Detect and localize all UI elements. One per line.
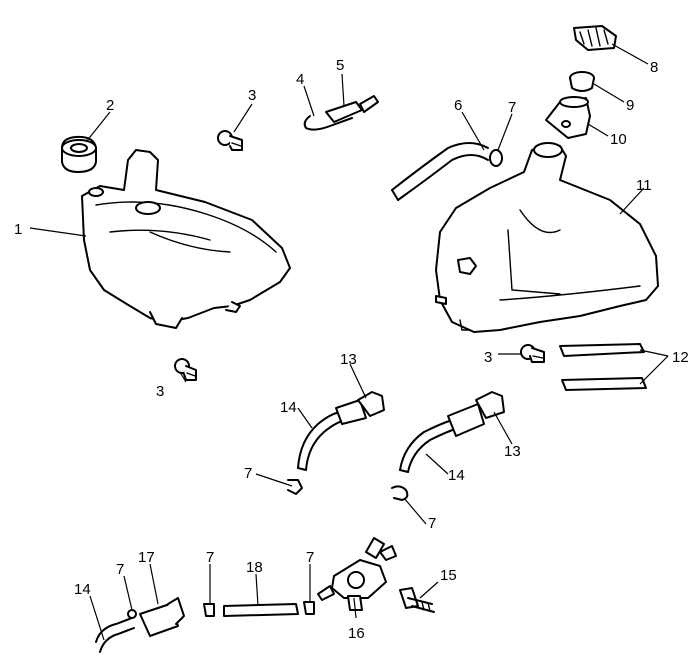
callout-7-upper: 7 [508, 99, 516, 116]
fuel-valve-part-16 [317, 537, 397, 611]
clip-part-7-bottom-left [203, 603, 215, 617]
callout-7-bottom-right: 7 [306, 549, 314, 566]
callout-13-left: 13 [340, 351, 357, 368]
callout-10: 10 [610, 131, 627, 148]
clip-part-7-bottom-right [303, 601, 315, 615]
callout-1: 1 [14, 221, 22, 238]
fuel-tank-part-11 [435, 142, 659, 333]
callout-7-bottom-filter: 7 [116, 561, 124, 578]
bracket-part-5 [325, 95, 379, 123]
callout-7-bottom-left: 7 [206, 549, 214, 566]
callout-13-right: 13 [504, 443, 521, 460]
callout-17: 17 [138, 549, 155, 566]
callout-4: 4 [296, 71, 304, 88]
callout-6: 6 [454, 97, 462, 114]
callout-7-middle-left: 7 [244, 465, 252, 482]
callout-12: 12 [672, 349, 689, 366]
screw-part-15 [399, 587, 435, 613]
decals-part-12 [559, 343, 647, 391]
callout-15: 15 [440, 567, 457, 584]
callout-14-right: 14 [448, 467, 465, 484]
breather-hose-part-6 [391, 142, 489, 201]
clip-part-7-middle-right [391, 485, 409, 501]
callout-2: 2 [106, 97, 114, 114]
callout-9: 9 [626, 97, 634, 114]
fuel-filter-assembly [95, 597, 185, 653]
strainer-part-10 [545, 96, 591, 139]
bolt-part-3-right [520, 344, 545, 363]
callout-7-middle-right: 7 [428, 515, 436, 532]
callout-3-right: 3 [484, 349, 492, 366]
clip-part-7-upper [489, 149, 503, 167]
clip-part-7-middle-left [287, 479, 303, 495]
callout-14-left: 14 [280, 399, 297, 416]
cap-seal-part-9 [569, 71, 595, 92]
leader-lines [29, 43, 669, 641]
callout-3-upper: 3 [248, 87, 256, 104]
callout-labels: 1 2 3 3 3 4 5 6 7 7 7 7 7 7 8 9 10 11 12… [14, 57, 689, 642]
grommet-part-2 [61, 135, 97, 173]
callout-5: 5 [336, 57, 344, 74]
fuel-cap-part-8 [573, 25, 617, 51]
bolt-part-3-upper [217, 130, 243, 151]
hose-assembly-right [399, 391, 505, 473]
callout-3-lower-left: 3 [156, 383, 164, 400]
tank-cover-part-1 [81, 149, 291, 329]
callout-16: 16 [348, 625, 365, 642]
fuel-hose-part-18 [223, 603, 299, 617]
callout-8: 8 [650, 59, 658, 76]
callout-18: 18 [246, 559, 263, 576]
callout-11: 11 [636, 177, 652, 194]
callout-14-bottom: 14 [74, 581, 91, 598]
hose-assembly-left [297, 391, 385, 471]
bolt-part-3-lower-left [174, 358, 197, 381]
